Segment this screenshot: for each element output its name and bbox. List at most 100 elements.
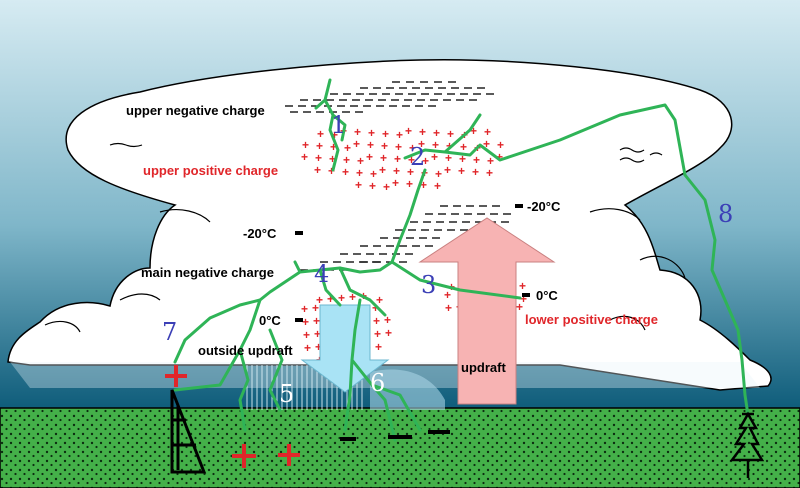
positive-charge-mark: + [370,167,377,181]
positive-charge-mark: + [393,164,400,178]
positive-charge-mark: + [486,166,493,180]
positive-charge-mark: + [409,141,416,155]
positive-charge-mark: + [472,165,479,179]
positive-charge-mark: + [369,179,376,193]
positive-charge-mark: + [447,127,454,141]
positive-charge-mark: + [338,291,345,305]
step-number-2: 2 [410,143,425,171]
positive-charge-mark: + [473,153,480,167]
positive-charge-mark: + [349,290,356,304]
positive-charge-mark: + [380,151,387,165]
positive-charge-mark: + [445,151,452,165]
outside-updraft-label: outside updraft [198,343,293,358]
positive-charge-mark: + [432,138,439,152]
positive-charge-mark: + [314,327,321,341]
cloud-contour [119,293,161,301]
positive-charge-mark: + [446,139,453,153]
positive-charge-mark: + [331,128,338,142]
cloud-contour [109,142,143,148]
temp-right-zero-label: 0°C [536,288,558,303]
lightning-6 [343,298,422,442]
positive-charge-mark: + [356,166,363,180]
positive-charge-mark: + [344,141,351,155]
positive-charge-mark: + [419,125,426,139]
positive-charge-mark: + [373,314,380,328]
positive-charge-mark: + [381,139,388,153]
positive-charge-mark: + [497,138,504,152]
positive-charge-mark: + [312,301,319,315]
positive-charge-mark: + [392,176,399,190]
step-number-8: 8 [718,200,733,228]
cloud-contour [649,152,663,156]
positive-charge-mark: + [301,150,308,164]
cloud [7,59,772,391]
main-negative-label: main negative charge [141,265,274,280]
positive-charge-mark: + [384,313,391,327]
positive-charge-mark: + [366,150,373,164]
positive-charge-mark: + [374,327,381,341]
positive-charge-mark: + [315,340,322,354]
temp-marker-right-zero [522,293,530,297]
positive-charge-mark: + [342,165,349,179]
step-number-4: 4 [314,260,329,288]
positive-charge-mark: + [316,293,323,307]
ground-positive-charge [232,444,256,468]
positive-charge-mark: + [520,292,527,306]
positive-charge-mark: + [459,152,466,166]
rain-spray [370,369,445,410]
positive-charge-mark: + [460,140,467,154]
tower-icon [170,389,207,474]
temp-left-zero-label: 0°C [259,313,281,328]
positive-charge-mark: + [420,178,427,192]
tower-positive-charge [165,365,187,387]
positive-charge-mark: + [435,167,442,181]
positive-charge-mark: + [383,180,390,194]
positive-charge-mark: + [343,153,350,167]
positive-charge-mark: + [367,138,374,152]
upper-negative-charges [285,81,494,113]
positive-charge-mark: + [407,165,414,179]
cloud-contour [619,147,645,153]
positive-charge-mark: + [519,279,526,293]
positive-charge-mark: + [329,152,336,166]
lower-positive-label: lower positive charge [525,312,658,327]
positive-charge-mark: + [444,163,451,177]
positive-charge-mark: + [444,288,451,302]
positive-charge-mark: + [315,151,322,165]
cloud-contour [609,315,646,331]
step-number-6: 6 [370,369,385,397]
positive-charge-mark: + [376,293,383,307]
positive-charge-mark: + [301,302,308,316]
positive-charge-mark: + [328,164,335,178]
ground-positive-charge [278,444,300,466]
temperature-markers [295,204,530,322]
positive-charge-mark: + [434,179,441,193]
lightning-8 [683,173,750,417]
cloud-contour [639,255,686,279]
positive-charge-mark: + [316,139,323,153]
positive-charge-mark: + [302,138,309,152]
positive-charge-mark: + [405,124,412,138]
positive-charge-mark: + [379,163,386,177]
positive-charge-mark: + [357,154,364,168]
temp-marker-left-zero [295,318,303,322]
positive-charge-mark: + [353,137,360,151]
step-number-1: 1 [331,111,346,139]
cloud-contour [159,209,211,223]
positive-charge-mark: + [314,163,321,177]
positive-charge-mark: + [327,292,334,306]
positive-charge-mark: + [431,150,438,164]
positive-charge-mark: + [354,125,361,139]
positive-charge-mark: + [394,152,401,166]
lightning-channels [173,78,750,442]
positive-charge-mark: + [372,301,379,315]
step-number-5: 5 [279,380,294,408]
positive-charge-mark: + [355,178,362,192]
upper-positive-label: upper positive charge [143,163,278,178]
ground-charges [165,365,450,468]
step-number-3: 3 [421,271,436,299]
temp-marker-right-minus20 [515,204,523,208]
temp-right-minus20-label: -20°C [527,199,561,214]
